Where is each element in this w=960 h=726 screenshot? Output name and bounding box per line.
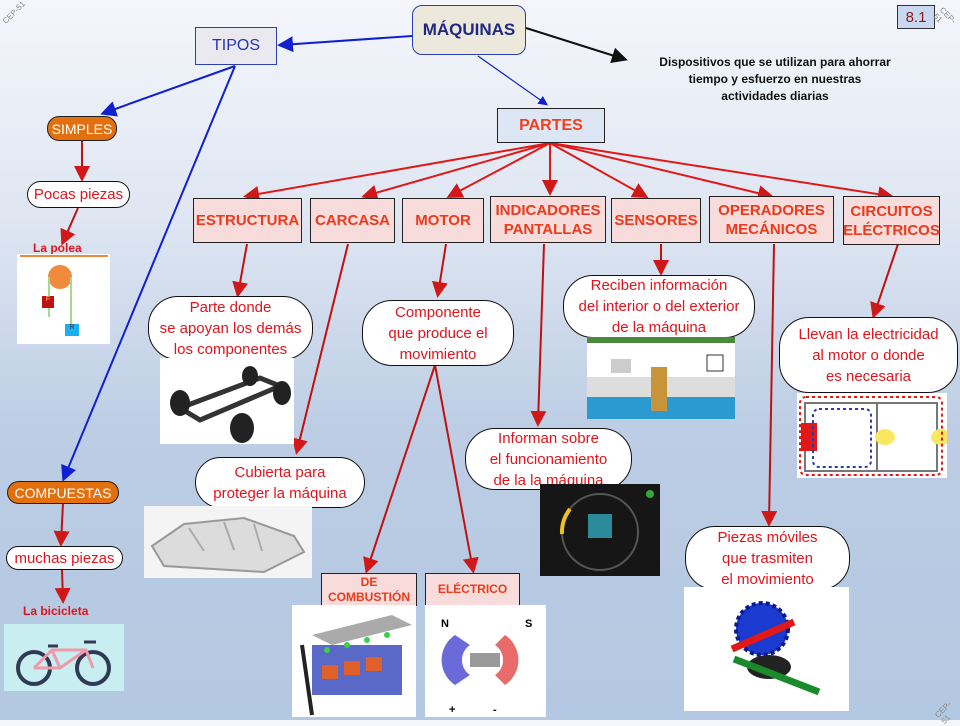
desc-sensores: Reciben información del interior o del e… bbox=[563, 275, 755, 338]
link-maquinas-partes bbox=[477, 55, 548, 106]
part-indicadores-pantallas: INDICADORES PANTALLAS bbox=[490, 196, 606, 243]
combustion-engine-icon bbox=[292, 605, 416, 717]
part-circuitos-electricos: CIRCUITOS ELÉCTRICOS bbox=[843, 196, 940, 245]
electric-motor-icon: N S + - bbox=[425, 605, 546, 717]
bicycle-icon bbox=[4, 624, 124, 691]
sensor-icon bbox=[587, 337, 735, 419]
desc-operadores: Piezas móviles que trasmiten el movimien… bbox=[685, 526, 850, 590]
link-tipos-simples bbox=[100, 65, 236, 117]
page-number-badge: 8.1 bbox=[897, 5, 935, 29]
desc-carcasa: Cubierta para proteger la máquina bbox=[195, 457, 365, 508]
label-la-bicicleta: La bicicleta bbox=[23, 604, 89, 618]
link-maquinas-tipos bbox=[277, 35, 413, 53]
node-partes: PARTES bbox=[497, 108, 605, 143]
link-compuestas-detail bbox=[53, 502, 70, 547]
dashboard-icon bbox=[540, 484, 660, 576]
label-la-polea: La polea bbox=[33, 241, 82, 255]
root-node-maquinas: MÁQUINAS bbox=[412, 5, 526, 55]
link-detail-bicicleta bbox=[54, 569, 71, 604]
link-maquinas-definition bbox=[525, 27, 628, 64]
node-compuestas: COMPUESTAS bbox=[7, 481, 119, 504]
node-compuestas-detail: muchas piezas bbox=[6, 546, 123, 570]
part-estructura: ESTRUCTURA bbox=[193, 198, 302, 243]
link-tipos-compuestas bbox=[61, 65, 236, 482]
chassis-icon bbox=[160, 358, 294, 444]
circuit-icon bbox=[797, 393, 947, 478]
motor-subtype-electrico: ELÉCTRICO bbox=[425, 573, 520, 606]
motor-subtype-combustion: DE COMBUSTIÓN bbox=[321, 573, 417, 606]
svg-text:-: - bbox=[493, 704, 497, 716]
node-simples: SIMPLES bbox=[47, 116, 117, 141]
svg-text:S: S bbox=[525, 618, 532, 630]
part-operadores-mecanicos: OPERADORES MECÁNICOS bbox=[709, 196, 834, 243]
link-detail-polea bbox=[60, 207, 79, 246]
desc-indicadores: Informan sobre el funcionamiento de la l… bbox=[465, 428, 632, 490]
desc-circuitos: Llevan la electricidad al motor o donde … bbox=[779, 317, 958, 393]
node-tipos: TIPOS bbox=[195, 27, 277, 65]
part-carcasa: CARCASA bbox=[310, 198, 395, 243]
desc-estructura: Parte donde se apoyan los demás los comp… bbox=[148, 296, 313, 360]
part-sensores: SENSORES bbox=[611, 198, 701, 243]
desc-motor: Componente que produce el movimiento bbox=[362, 300, 514, 366]
part-motor: MOTOR bbox=[402, 198, 484, 243]
gears-icon bbox=[684, 587, 849, 711]
node-simples-detail: Pocas piezas bbox=[27, 181, 130, 208]
pulley-icon: F R bbox=[17, 254, 110, 344]
svg-text:N: N bbox=[441, 618, 449, 630]
svg-text:+: + bbox=[449, 704, 455, 716]
car-body-icon bbox=[144, 506, 312, 578]
definition-text: Dispositivos que se utilizan para ahorra… bbox=[659, 55, 891, 103]
